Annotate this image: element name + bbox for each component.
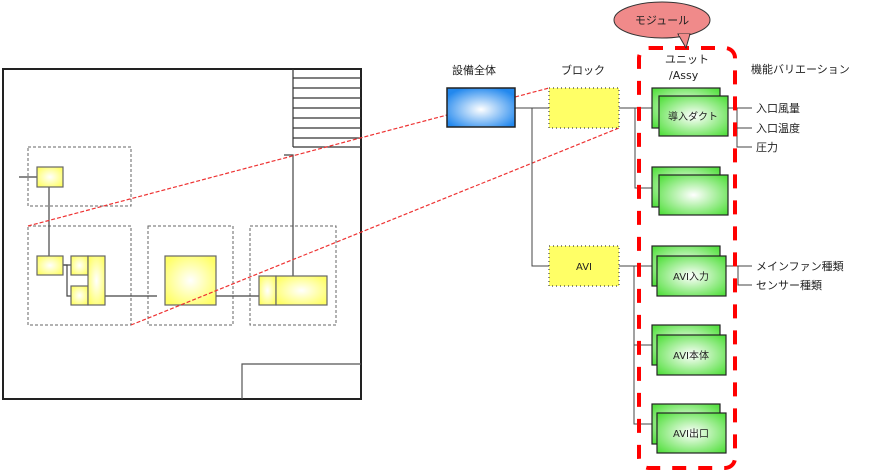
header-unit-line1: ユニット — [665, 53, 709, 66]
header-variation: 機能バリエーション — [751, 62, 850, 76]
unit-unnamed — [651, 166, 729, 216]
equipment-box — [275, 275, 328, 306]
equipment-overall-box — [446, 87, 516, 128]
zoom-lines — [27, 87, 620, 326]
block-box-avi-label: AVI — [576, 262, 592, 273]
equipment-box — [258, 275, 277, 306]
header-block: ブロック — [561, 63, 605, 77]
unit-avi-output: AVI出口 — [651, 403, 727, 454]
equipment-box — [70, 255, 89, 276]
unit-duct-label: 導入ダクト — [668, 110, 718, 123]
equipment-box — [36, 166, 64, 188]
block-box — [548, 87, 620, 129]
floor-plan-outline — [2, 68, 362, 400]
unit-avi-body: AVI本体 — [651, 324, 727, 376]
module-boundary — [637, 46, 737, 470]
module-callout-label: モジュール — [635, 14, 689, 27]
variation-label: 圧力 — [756, 141, 778, 154]
stairs-icon — [292, 69, 361, 148]
unit-avi-body-label: AVI本体 — [673, 349, 709, 362]
variation-label: 入口風量 — [756, 102, 800, 115]
variation-label: センサー種類 — [756, 278, 822, 292]
floor-plan — [2, 68, 362, 400]
equipment-box — [70, 285, 89, 306]
room-corner — [241, 363, 361, 399]
unit-duct: 導入ダクト — [651, 87, 729, 137]
variation-label: メインファン種類 — [756, 259, 844, 273]
block-box-avi — [548, 245, 620, 287]
unit-avi-output-label: AVI出口 — [673, 427, 709, 440]
tree-connectors — [515, 107, 752, 425]
header-equipment: 設備全体 — [452, 63, 496, 77]
unit-avi-input-label: AVI入力 — [673, 270, 709, 283]
equipment-box — [164, 255, 217, 306]
variation-label: 入口温度 — [756, 121, 800, 135]
equipment-box — [87, 255, 106, 306]
block-area-1 — [27, 225, 132, 326]
block-area-top — [27, 146, 132, 207]
block-area-2 — [147, 225, 234, 326]
header-unit-line2: /Assy — [669, 69, 699, 82]
module-callout: モジュール — [613, 1, 711, 50]
unit-avi-input: AVI入力 — [651, 245, 727, 297]
equipment-box — [36, 255, 64, 276]
